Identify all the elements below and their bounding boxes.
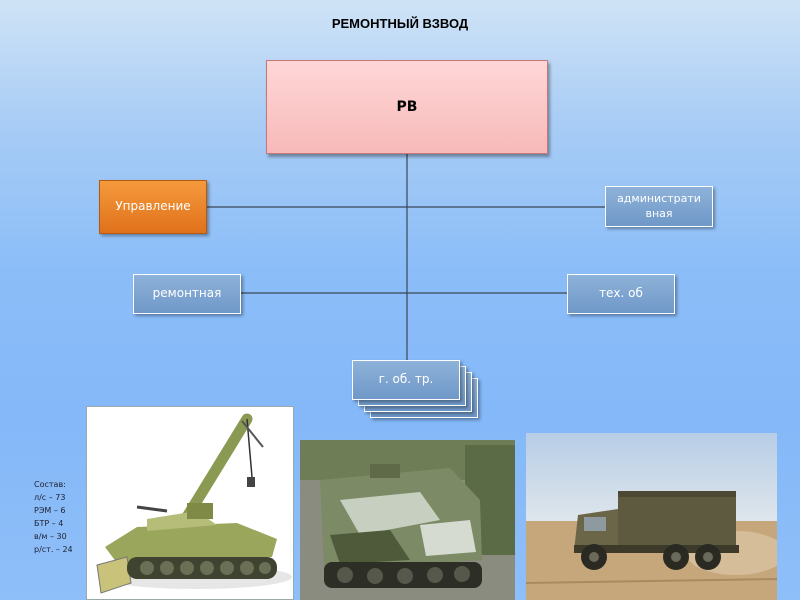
diagram-title: РЕМОНТНЫЙ ВЗВОД	[331, 16, 469, 31]
composition-item: л/с – 73	[34, 493, 66, 502]
composition-legend: Состав: л/с – 73 РЭМ – 6 БТР – 4 в/м – 3…	[34, 478, 73, 556]
node-tech-label: тех. об	[599, 286, 643, 301]
node-administrative: администрати вная	[605, 186, 713, 227]
node-repair-label: ремонтная	[152, 286, 222, 301]
node-root-label: РВ	[396, 98, 418, 115]
node-tech: тех. об	[567, 274, 675, 314]
node-management: Управление	[99, 180, 207, 234]
composition-item: р/ст. – 24	[34, 545, 73, 554]
node-administrative-label-line1: администрати	[617, 192, 701, 206]
node-management-label: Управление	[115, 199, 191, 214]
photo-recovery-vehicle	[86, 406, 294, 600]
composition-item: БТР – 4	[34, 519, 64, 528]
composition-heading: Состав:	[34, 480, 66, 489]
node-transport: г. об. тр.	[352, 360, 460, 400]
node-administrative-label-line2: вная	[645, 206, 673, 220]
node-root: РВ	[266, 60, 548, 154]
node-repair: ремонтная	[133, 274, 241, 314]
composition-item: в/м – 30	[34, 532, 67, 541]
photo-armored-carrier	[300, 440, 515, 600]
node-transport-label: г. об. тр.	[378, 372, 434, 387]
composition-item: РЭМ – 6	[34, 506, 66, 515]
photo-military-truck	[526, 433, 777, 600]
